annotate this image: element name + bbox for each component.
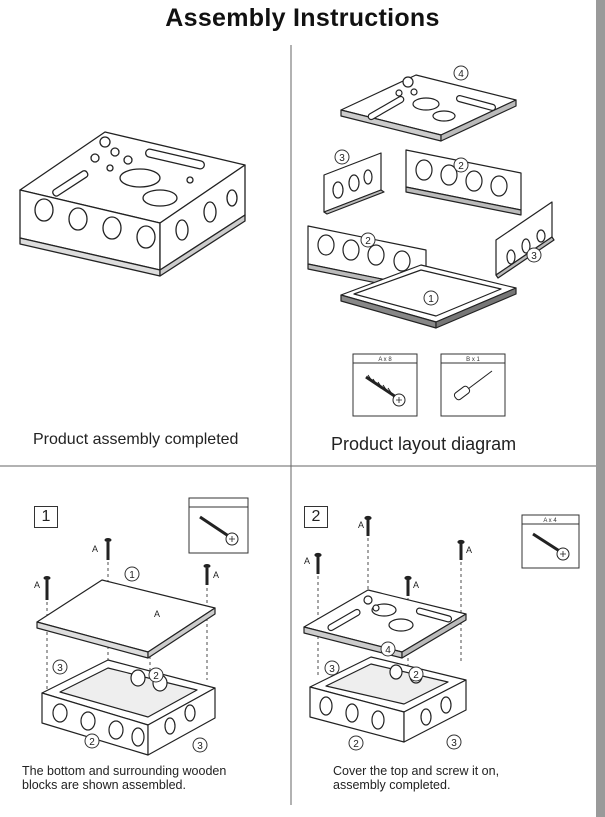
step1-label-2b: 2	[89, 737, 95, 748]
completed-caption: Product assembly completed	[33, 431, 239, 448]
step1-label-3a: 3	[57, 663, 63, 674]
step2-label-2b: 2	[353, 739, 359, 750]
label-part-3b: 3	[531, 251, 537, 262]
step-2-hardware-label: A x 4	[543, 518, 557, 524]
step-2-number: 2	[304, 506, 328, 528]
step-2-text: Cover the top and screw it on, assembly …	[333, 764, 500, 792]
screw-letter-a4: A	[154, 609, 160, 619]
assembled-box-illustration	[19, 131, 246, 277]
label-part-2a: 2	[458, 161, 464, 172]
step1-label-2a: 2	[153, 671, 159, 682]
step-1-hardware-box	[188, 497, 249, 554]
step2-label-3b: 3	[451, 738, 457, 749]
step-1-illustration: A A A A 1 3 2 2 3	[34, 538, 219, 756]
step-2-hardware-box: A x 4	[521, 514, 580, 569]
screw2-letter-a3: A	[466, 545, 472, 555]
screw-letter-a3: A	[213, 570, 219, 580]
hardware-a-label: A x 8	[378, 357, 392, 363]
screw-icon	[365, 374, 406, 407]
screwdriver-icon	[453, 370, 493, 401]
step-1-number: 1	[34, 506, 58, 528]
screw-letter-a1: A	[34, 580, 40, 590]
screw-icon	[532, 532, 570, 561]
step-2-illustration: A A A A 4 3 2 2 3	[303, 515, 472, 751]
screw2-letter-a4: A	[413, 580, 419, 590]
screw2-letter-a2: A	[358, 520, 364, 530]
step1-label-1: 1	[129, 570, 135, 581]
layout-caption: Product layout diagram	[331, 434, 517, 454]
hardware-b-label: B x 1	[466, 357, 480, 363]
label-part-3a: 3	[339, 153, 345, 164]
step1-label-3b: 3	[197, 741, 203, 752]
hardware-legend: A x 8 B x 1	[352, 353, 506, 417]
screw2-letter-a1: A	[304, 556, 310, 566]
step2-label-2a: 2	[413, 670, 419, 681]
exploded-layout-illustration: 4 3 2 2 3 1	[307, 65, 555, 329]
screw-icon	[199, 515, 239, 546]
page-title: Assembly Instructions	[165, 4, 440, 32]
step2-label-3a: 3	[329, 664, 335, 675]
step2-label-4: 4	[385, 645, 391, 656]
label-part-2b: 2	[365, 236, 371, 247]
right-edge-bar	[596, 0, 605, 817]
step-1-text: The bottom and surrounding wooden blocks…	[22, 764, 227, 792]
label-part-1: 1	[428, 294, 434, 305]
screw-letter-a2: A	[92, 544, 98, 554]
label-part-4: 4	[458, 69, 464, 80]
